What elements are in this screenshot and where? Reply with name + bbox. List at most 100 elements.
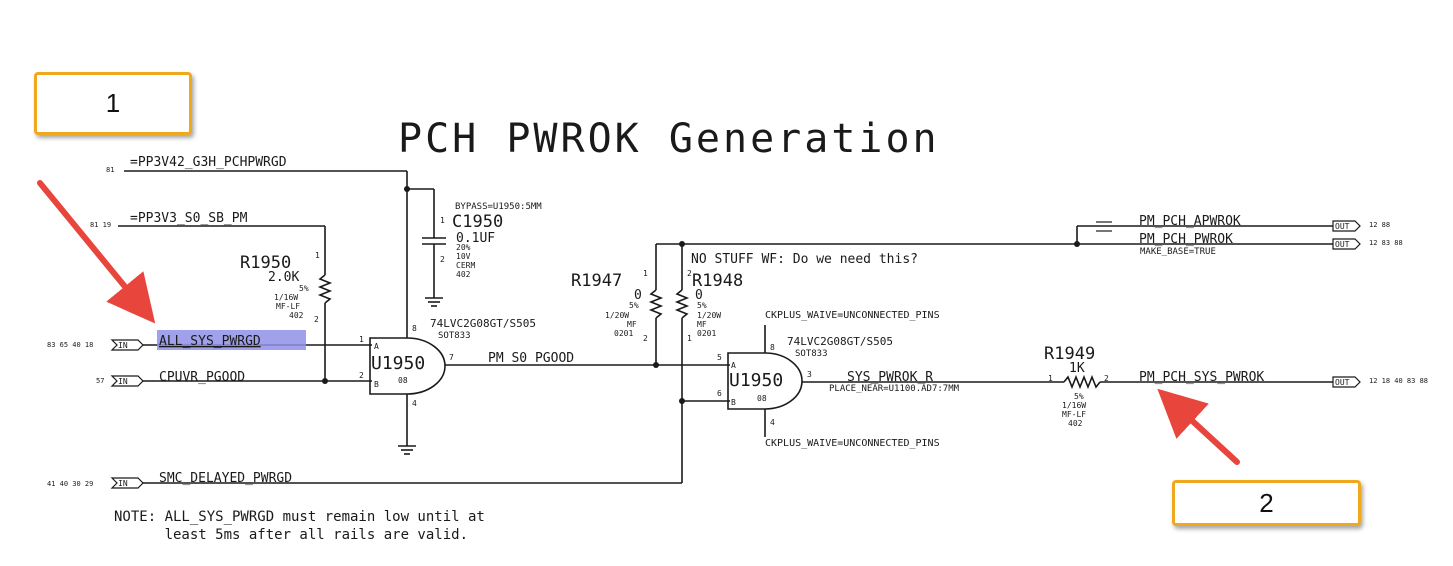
u1950a-pkg: SOT833 <box>438 331 471 341</box>
r1948-size: 0201 <box>697 329 716 338</box>
c1950-pin1: 1 <box>440 216 445 225</box>
r1948-pin2: 2 <box>687 269 692 278</box>
r1950-power: 1/16W <box>274 293 298 302</box>
output-port-pwrok: OUT <box>1332 238 1361 250</box>
ground-icon-u1950a <box>398 445 416 455</box>
r1947-size: 0201 <box>614 329 633 338</box>
u1950a-part: 74LVC2G08GT/S505 <box>430 317 536 330</box>
output-port-apwrok: OUT <box>1332 220 1361 232</box>
net-label-smc: SMC_DELAYED_PWRGD <box>159 471 292 486</box>
ground-icon-c1950 <box>425 297 443 307</box>
note-line-2: least 5ms after all rails are valid. <box>114 527 468 543</box>
net-label-sys-pwrok: PM_PCH_SYS_PWROK <box>1139 370 1264 385</box>
callout-box-1: 1 <box>34 72 192 135</box>
r1949-type: MF-LF <box>1062 410 1086 419</box>
r1949-pin2: 2 <box>1104 374 1109 383</box>
r1948-ref: R1948 <box>692 271 743 291</box>
net-label-pp3v42: =PP3V42_G3H_PCHPWRGD <box>130 155 287 170</box>
net-label-sys-pwrok-r: SYS_PWROK_R <box>847 370 933 385</box>
u1950b-pin3: 3 <box>807 370 812 379</box>
r1949-power: 1/16W <box>1062 401 1086 410</box>
r1949-tol: 5% <box>1074 392 1084 401</box>
callout-box-2: 2 <box>1172 480 1361 526</box>
r1950-pin2: 2 <box>314 315 319 324</box>
r1949-resistor-icon <box>1063 374 1101 390</box>
u1950b-pkg: SOT833 <box>795 349 828 359</box>
r1950-resistor-icon <box>317 274 333 304</box>
u1950b-pin6: 6 <box>717 389 722 398</box>
r1948-resistor-icon <box>674 289 690 319</box>
r1948-pin1: 1 <box>687 334 692 343</box>
c1950-bypass: BYPASS=U1950:5MM <box>455 202 542 212</box>
u1950a-pin4: 4 <box>412 399 417 408</box>
net-make-base: MAKE_BASE=TRUE <box>1140 247 1216 257</box>
u1950b-pin5: 5 <box>717 353 722 362</box>
r1949-pin1: 1 <box>1048 374 1053 383</box>
r1947-pin1: 1 <box>643 269 648 278</box>
input-port-all-sys: IN <box>110 339 144 351</box>
r1948-power: 1/20W <box>697 311 721 320</box>
r1950-pin1: 1 <box>315 251 320 260</box>
net-label-cpuvr: CPUVR_PGOOD <box>159 370 245 385</box>
net-label-pp3v3: =PP3V3_S0_SB_PM <box>130 211 248 226</box>
u1950b-and-gate-icon <box>727 352 803 410</box>
u1950b-pin4: 4 <box>770 418 775 427</box>
no-stuff-note: NO STUFF WF: Do we need this? <box>691 252 918 267</box>
u1950a-pin-a-label: A <box>374 342 379 351</box>
u1950b-waive-top: CKPLUS_WAIVE=UNCONNECTED_PINS <box>765 310 940 321</box>
net-label-pwrok: PM_PCH_PWROK <box>1139 232 1233 247</box>
r1950-tol: 5% <box>299 284 309 293</box>
svg-text:OUT: OUT <box>1335 222 1350 231</box>
r1948-type: MF <box>697 320 707 329</box>
all-sys-highlight <box>157 330 306 350</box>
net-ref-pp3v42: 81 <box>106 166 114 174</box>
u1950a-pin1: 1 <box>359 335 364 344</box>
diagram-title: PCH PWROK Generation <box>398 116 940 162</box>
u1950b-waive-bottom: CKPLUS_WAIVE=UNCONNECTED_PINS <box>765 438 940 449</box>
u1950a-ref: U1950 <box>371 353 425 374</box>
r1947-power: 1/20W <box>605 311 629 320</box>
note-line-1: NOTE: ALL_SYS_PWRGD must remain low unti… <box>114 509 485 525</box>
c1950-type: CERM <box>456 261 475 270</box>
output-port-sys-pwrok: OUT <box>1332 376 1361 388</box>
r1948-tol: 5% <box>697 301 707 310</box>
net-place-near: PLACE_NEAR=U1100.AD7:7MM <box>829 384 960 394</box>
c1950-volt: 10V <box>456 252 471 261</box>
c1950-tol: 20% <box>456 243 471 252</box>
r1947-type: MF <box>627 320 637 329</box>
u1950a-pin8: 8 <box>412 324 417 333</box>
u1950b-ref: U1950 <box>729 370 783 391</box>
r1949-size: 402 <box>1068 419 1083 428</box>
r1949-value: 1K <box>1069 361 1085 376</box>
svg-text:IN: IN <box>118 377 128 386</box>
r1947-resistor-icon <box>648 289 664 319</box>
r1950-size: 402 <box>289 311 304 320</box>
net-ref-sys-pwrok: 12 18 40 83 88 <box>1369 377 1428 385</box>
u1950b-pin-a-label: A <box>731 361 736 370</box>
u1950a-pin-b-label: B <box>374 380 379 389</box>
callout-arrow-2 <box>1157 388 1240 465</box>
r1950-ref: R1950 <box>240 253 291 273</box>
u1950a-pin7: 7 <box>449 353 454 362</box>
r1949-ref: R1949 <box>1044 344 1095 364</box>
u1950b-pin8: 8 <box>770 343 775 352</box>
svg-text:IN: IN <box>118 479 128 488</box>
net-ref-smc: 41 40 30 29 <box>47 480 93 488</box>
r1947-ref: R1947 <box>571 271 622 291</box>
net-label-pm-s0: PM_S0_PGOOD <box>488 351 574 366</box>
net-ref-all-sys: 83 65 40 18 <box>47 341 93 349</box>
r1948-value: 0 <box>695 288 703 303</box>
u1950b-unit: 08 <box>757 394 767 403</box>
net-ref-apwrok: 12 88 <box>1369 221 1390 229</box>
svg-text:IN: IN <box>118 341 128 350</box>
u1950a-unit: 08 <box>398 376 408 385</box>
c1950-value: 0.1UF <box>456 231 495 246</box>
c1950-ref: C1950 <box>452 212 503 232</box>
svg-text:OUT: OUT <box>1335 240 1350 249</box>
u1950b-pin-b-label: B <box>731 398 736 407</box>
svg-text:OUT: OUT <box>1335 378 1350 387</box>
u1950a-and-gate-icon <box>369 337 446 395</box>
callout-arrow-1 <box>37 180 156 324</box>
r1950-type: MF-LF <box>276 302 300 311</box>
